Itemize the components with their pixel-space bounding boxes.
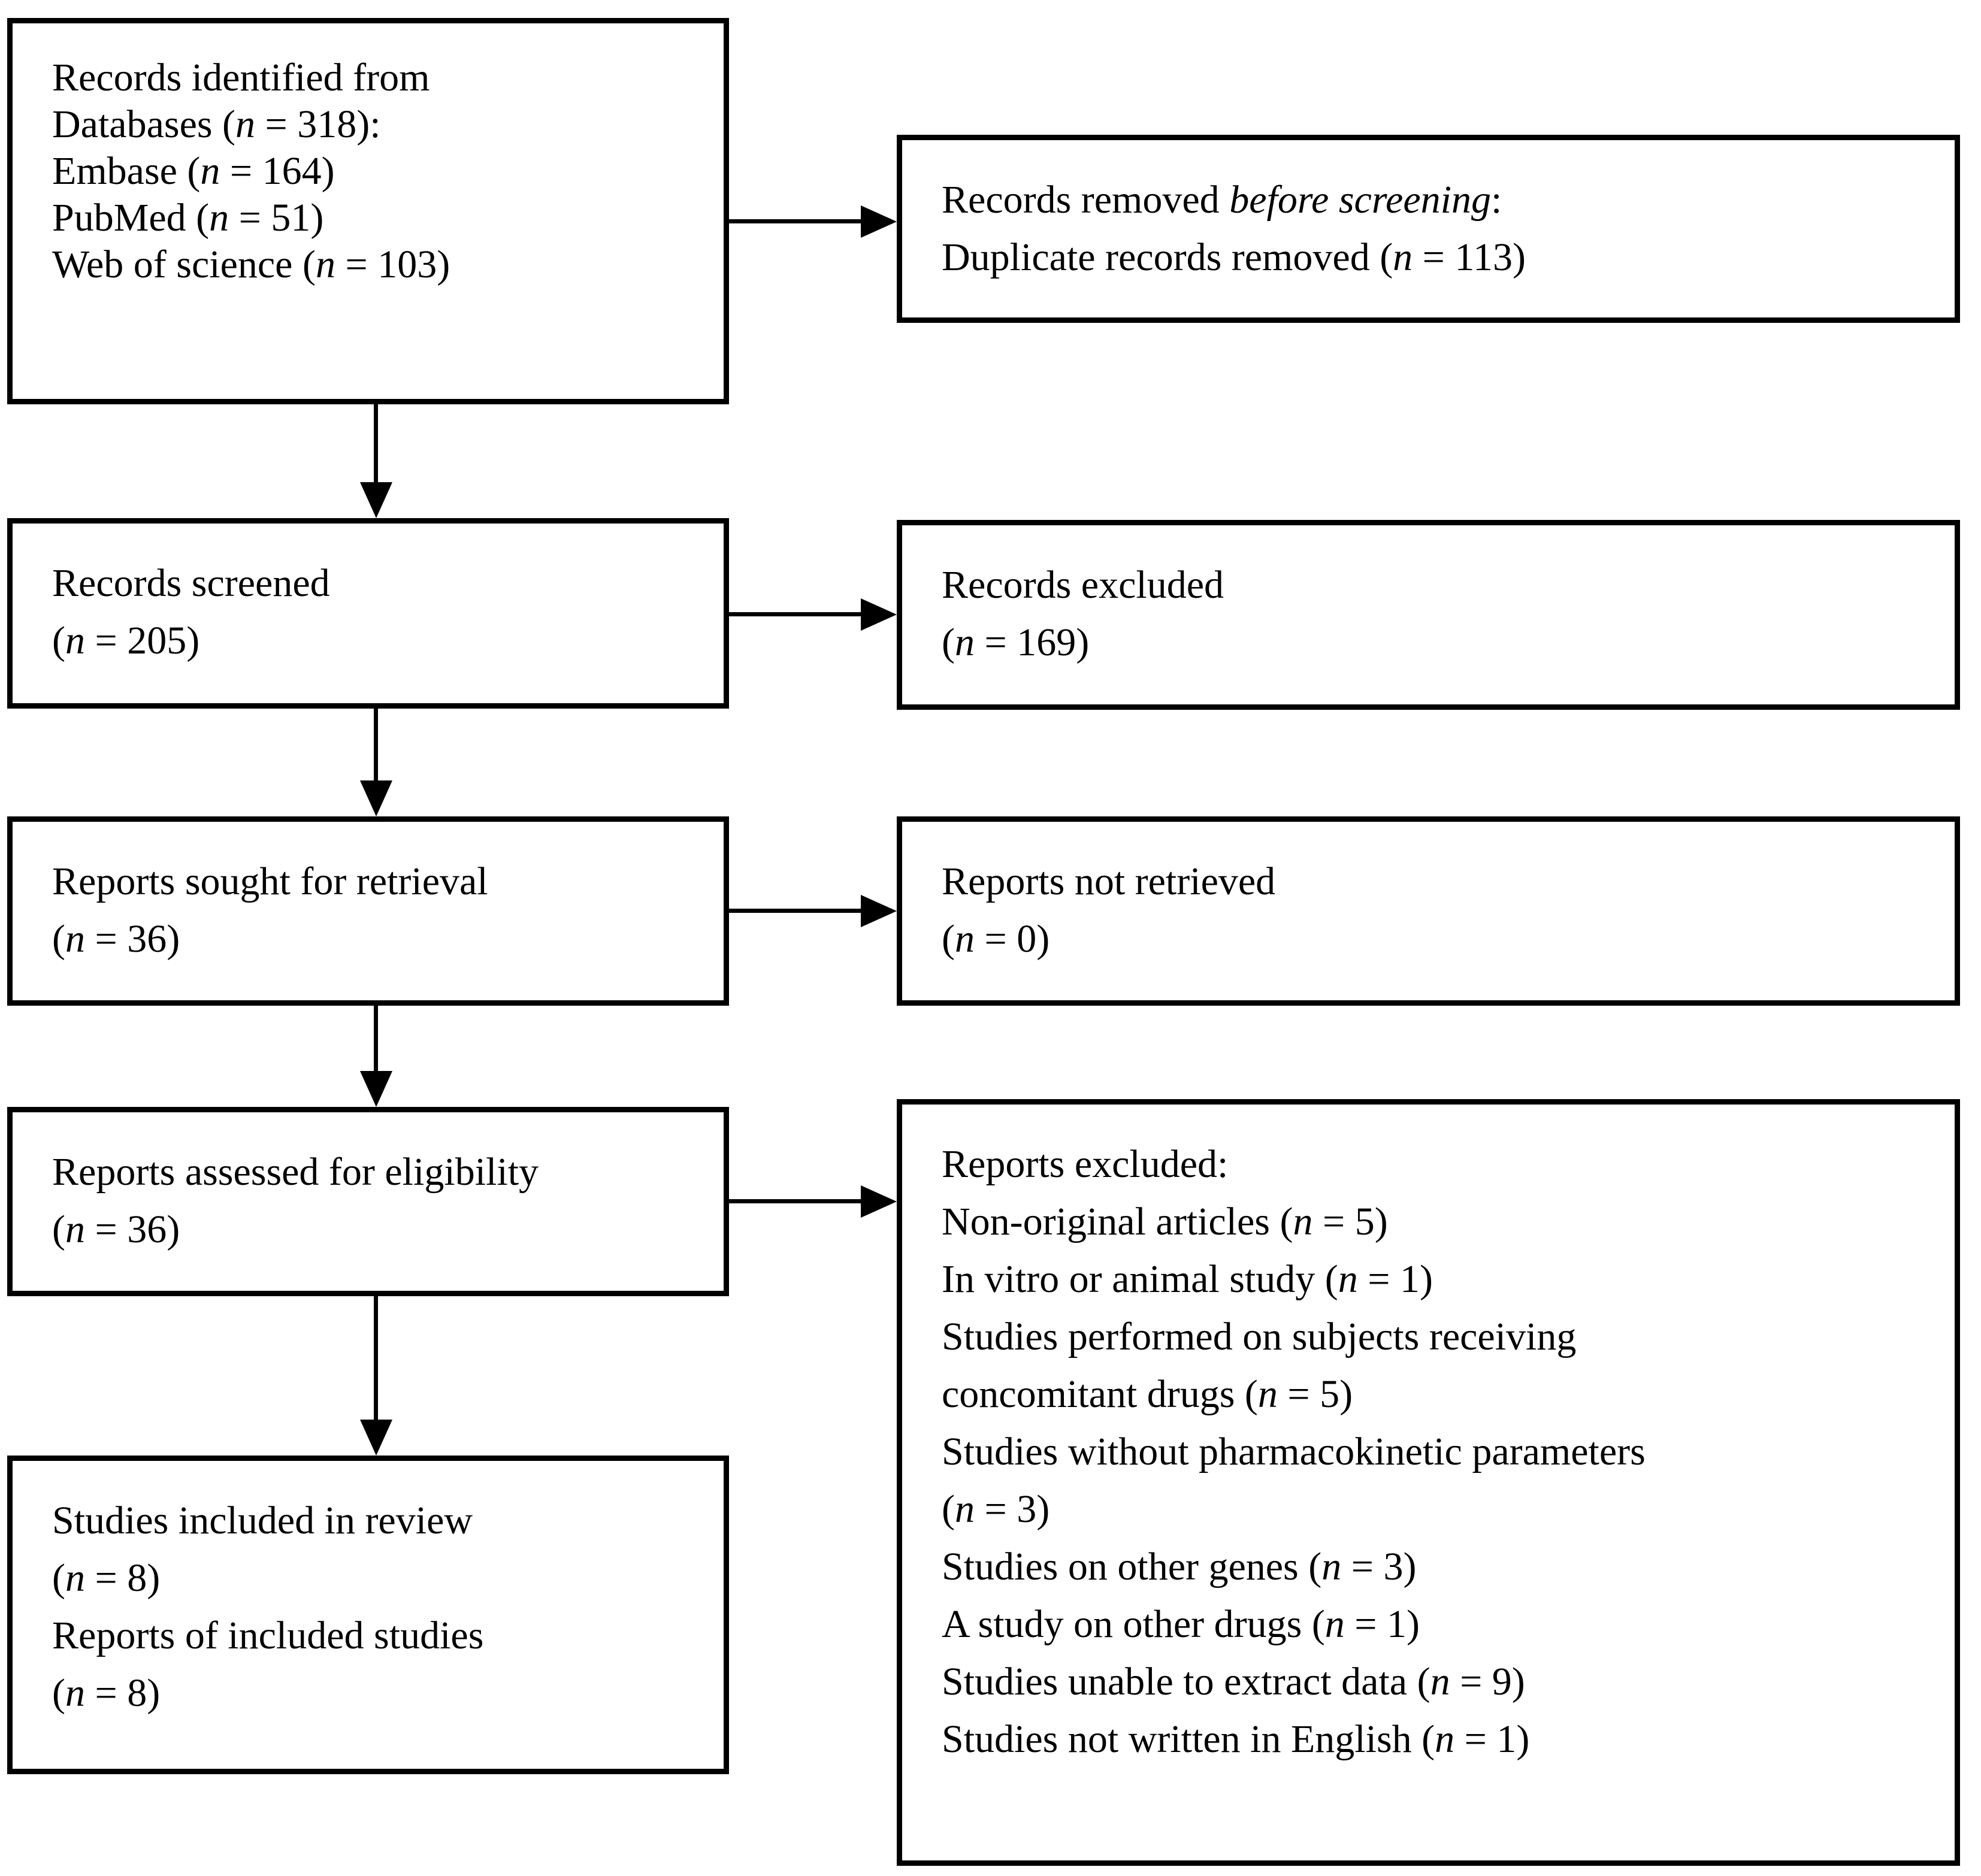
box-reports-not-retrieved: Reports not retrieved (n = 0) (897, 816, 1960, 1006)
box-reports-sought-for-retrieval: Reports sought for retrieval (n = 36) (7, 816, 729, 1006)
text-line: In vitro or animal study (n = 1) (942, 1257, 1433, 1301)
arrow-line (729, 909, 861, 913)
text-line: Duplicate records removed (n = 113) (942, 235, 1526, 279)
arrowhead-right-icon (861, 205, 897, 238)
arrowhead-down-icon (360, 1420, 392, 1456)
arrow-line (729, 1199, 861, 1203)
text-line: Records screened (52, 561, 330, 605)
arrowhead-right-icon (861, 895, 897, 927)
text-line: (n = 8) (52, 1556, 161, 1600)
box-records-excluded: Records excluded (n = 169) (897, 520, 1960, 710)
box-studies-included-in-review: Studies included in review (n = 8) Reports… (7, 1456, 729, 1774)
text-line: Studies performed on subjects receiving (942, 1315, 1577, 1358)
text-line: PubMed (n = 51) (52, 196, 324, 240)
text-line: Studies on other genes (n = 3) (942, 1545, 1417, 1588)
text-line: Studies unable to extract data (n = 9) (942, 1660, 1525, 1703)
arrow-line (729, 612, 861, 616)
text-line: Embase (n = 164) (52, 149, 335, 193)
text-line: (n = 0) (942, 917, 1050, 961)
arrow-line (374, 1006, 378, 1071)
text-line: Records excluded (942, 563, 1224, 607)
text-line: (n = 205) (52, 619, 200, 662)
text-line: Studies not written in English (n = 1) (942, 1717, 1530, 1761)
text-line: A study on other drugs (n = 1) (942, 1602, 1420, 1646)
text-line: (n = 36) (52, 1208, 180, 1251)
arrow-line (374, 709, 378, 780)
text-line: Reports of included studies (52, 1614, 484, 1657)
text-line: Records identified from (52, 56, 430, 99)
text-line: Reports sought for retrieval (52, 860, 488, 903)
text-line: (n = 8) (52, 1671, 161, 1715)
arrowhead-right-icon (861, 598, 897, 631)
text-line: Reports not retrieved (942, 860, 1276, 903)
text-line: (n = 3) (942, 1487, 1050, 1531)
text-line: Web of science (n = 103) (52, 243, 450, 286)
text-line: Reports assessed for eligibility (52, 1150, 539, 1194)
arrow-line (374, 404, 378, 482)
arrowhead-down-icon (360, 482, 392, 518)
arrowhead-down-icon (360, 780, 392, 816)
text-line: Non-original articles (n = 5) (942, 1200, 1388, 1243)
text-line: Studies without pharmacokinetic paramete… (942, 1430, 1646, 1473)
text-line: (n = 169) (942, 621, 1090, 664)
box-reports-excluded: Reports excluded: Non-original articles (… (897, 1099, 1960, 1866)
text-line: Records removed before screening: (942, 178, 1502, 222)
text-line: Databases (n = 318): (52, 102, 381, 146)
text-line: (n = 36) (52, 917, 180, 961)
text-line: Studies included in review (52, 1499, 473, 1542)
text-line: concomitant drugs (n = 5) (942, 1372, 1353, 1416)
box-records-removed-before-screening: Records removed before screening: Duplica… (897, 135, 1960, 323)
arrowhead-right-icon (861, 1185, 897, 1218)
arrow-line (729, 219, 861, 223)
text-line: Reports excluded: (942, 1142, 1229, 1186)
arrowhead-down-icon (360, 1071, 392, 1107)
box-records-screened: Records screened (n = 205) (7, 518, 729, 709)
box-reports-assessed-for-eligibility: Reports assessed for eligibility (n = 36) (7, 1107, 729, 1296)
arrow-line (374, 1296, 378, 1420)
